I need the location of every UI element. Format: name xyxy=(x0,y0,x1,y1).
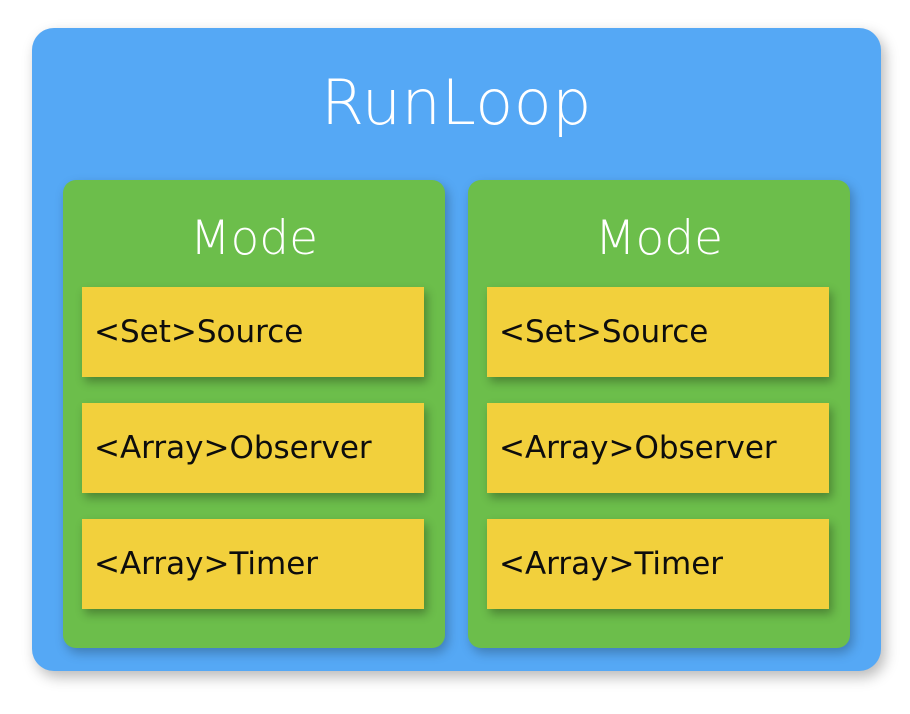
runloop-container: RunLoop Mode <Set>Source <Array>Observer… xyxy=(32,28,881,671)
mode-box-2: Mode <Set>Source <Array>Observer <Array>… xyxy=(468,180,850,648)
item-box-timer-1: <Array>Timer xyxy=(82,519,424,610)
mode-title-2: Mode xyxy=(594,211,724,266)
mode-title-1: Mode xyxy=(189,211,319,266)
item-box-source-2: <Set>Source xyxy=(487,287,829,378)
item-label-timer-2: <Array>Timer xyxy=(499,546,724,583)
item-label-source-2: <Set>Source xyxy=(499,314,709,351)
mode-box-1: Mode <Set>Source <Array>Observer <Array>… xyxy=(63,180,445,648)
item-box-timer-2: <Array>Timer xyxy=(487,519,829,610)
runloop-title: RunLoop xyxy=(320,66,593,139)
item-label-source-1: <Set>Source xyxy=(94,314,304,351)
item-label-observer-1: <Array>Observer xyxy=(94,430,372,467)
item-box-observer-1: <Array>Observer xyxy=(82,403,424,494)
item-label-observer-2: <Array>Observer xyxy=(499,430,777,467)
item-label-timer-1: <Array>Timer xyxy=(94,546,319,583)
item-box-source-1: <Set>Source xyxy=(82,287,424,378)
mode-items-2: <Set>Source <Array>Observer <Array>Timer xyxy=(468,287,850,610)
mode-columns: Mode <Set>Source <Array>Observer <Array>… xyxy=(63,180,850,648)
item-box-observer-2: <Array>Observer xyxy=(487,403,829,494)
mode-items-1: <Set>Source <Array>Observer <Array>Timer xyxy=(63,287,445,610)
